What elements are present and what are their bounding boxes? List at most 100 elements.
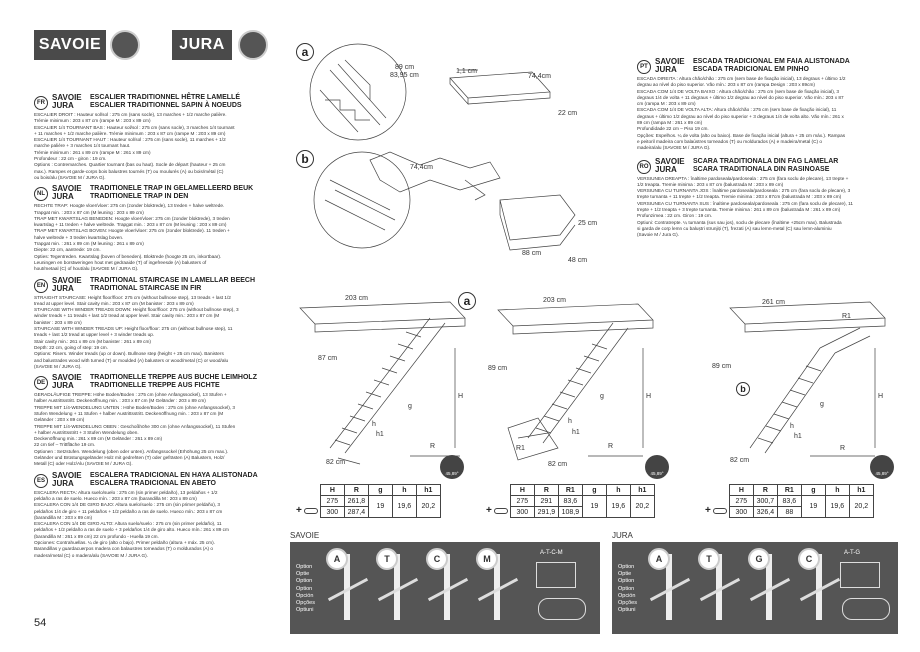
text-line: Trémie minimum : 203 x 87 cm (rampe M : … <box>34 118 151 124</box>
option-word: Option <box>618 585 635 592</box>
option-circle-t: T <box>376 548 398 570</box>
column-header: h1 <box>848 484 874 496</box>
title-savoie: TRADITIONELLE TREPPE AUS BUCHE LEIMHOLZ <box>90 374 257 382</box>
dim-74-4-b: 74,4cm <box>410 164 433 171</box>
column-header: R <box>752 484 778 496</box>
text-line: STAIRCASE WITH WINDER TREADS UP: Height … <box>34 326 233 332</box>
brand-savoie: SAVOIE <box>52 470 82 480</box>
text-line: banister : 203 x 89 cm) <box>34 319 82 325</box>
table-cell: 275 <box>509 495 535 507</box>
option-circle-c: C <box>798 548 820 570</box>
option-word: Option <box>296 585 313 592</box>
column-header: g <box>800 484 826 496</box>
table-cell: 261,8 <box>343 495 369 507</box>
column-header: R <box>343 484 369 496</box>
option-word: Opción <box>296 592 314 599</box>
text-line: ESCALERA CON 1/4 DE GIRO ALTO: Altura su… <box>34 521 222 527</box>
option-word: Option <box>296 578 313 585</box>
dim-89: 89 cm <box>395 64 414 71</box>
step-detail-drawings: 89 cm 83,95 cm 1,1 cm 74,4cm 22 cm 74,4c… <box>309 43 597 264</box>
winder-up-staircase-drawing: 261 cm 89 cm 82 cm H R R1 g h h1 <box>712 299 886 464</box>
text-line: STRAIGHT STAIRCASE: Height floor/floor: … <box>34 294 231 300</box>
text-line: STAIRCASE WITH WINDER TREADS DOWN: Heigh… <box>34 307 239 313</box>
jura-option-tag: A-T-G <box>844 550 860 556</box>
text-line: Profondeur : 22 cm - giron : 19 cm. <box>34 156 107 162</box>
option-word: Optie <box>296 571 310 578</box>
table-cell: 300 <box>728 506 754 518</box>
text-line: and balustrades wood with turned (T) or … <box>34 357 229 363</box>
title-savoie: TRADITIONAL STAIRCASE IN LAMELLAR BEECH <box>90 276 256 284</box>
text-line: ESCADA COM 1/4 DE VOLTA BAIXO : Altura c… <box>637 88 839 94</box>
brand-jura: JURA <box>655 65 677 74</box>
plus-step-3: + <box>705 505 711 516</box>
option-word: Opções <box>618 600 637 607</box>
table-cell: 326,4 <box>752 506 778 518</box>
text-line: Opciones: Contrahuellas. ¼ de giro (alto… <box>34 540 215 546</box>
language-badge: EN <box>34 278 48 293</box>
table-cell: 275 <box>319 495 345 507</box>
option-word: Option <box>618 578 635 585</box>
dim-83-95: 83,95 cm <box>390 72 419 79</box>
s2-g: g <box>600 393 604 400</box>
language-badge: RO <box>637 159 651 174</box>
text-line: TREPPE MIT 1/4-WENDELUNG UNTEN : Höhe Bo… <box>34 404 236 410</box>
text-line: Barandillas y guardacuerpos madera con b… <box>34 546 213 552</box>
table-cell: 19 <box>367 495 393 518</box>
column-header: H <box>319 484 345 496</box>
text-line: Opções: Espelhos. ¼ de volta (alto ou ba… <box>637 132 846 138</box>
table-cell: 275 <box>728 495 754 507</box>
label-a: a <box>296 43 314 61</box>
s2-dim-203: 203 cm <box>543 297 566 304</box>
winder-down-staircase-drawing: 203 cm 89 cm 82 cm H R R1 g h h1 <box>488 297 654 468</box>
title-jura: TRADITIONAL STAIRCASE IN FIR <box>90 284 202 292</box>
title-savoie: SCARA TRADITIONALA DIN FAG LAMELAR <box>693 157 839 165</box>
text-line: Trapgat min. : 203 x 87 cm (M leuning : … <box>34 209 144 215</box>
bullnose-step-icon <box>712 508 727 514</box>
option-word: Optie <box>618 571 632 578</box>
text-line: RECHTE TRAP: Hoogte vloer/vloer: 275 cm … <box>34 203 225 209</box>
option-word: Opción <box>618 592 636 599</box>
option-circle-t: T <box>698 548 720 570</box>
text-line: Geländer : 203 x 89 cm) <box>34 417 85 423</box>
text-line: Profundidade 22 cm – Piso 19 cm. <box>637 126 709 132</box>
text-line: TRAP MET KWARTSLAG BOVEN: Hoogte vloer/v… <box>34 228 230 234</box>
section-body: GERADLÄUFIGE TREPPE: Höhe Boden/Boden : … <box>34 392 282 468</box>
s2-H: H <box>646 393 651 400</box>
text-line: Stufen Wendelung + 11 Stufen + halber Au… <box>34 410 224 416</box>
text-line: + halber Austrittsstritt + 3 Stufen Wend… <box>34 429 139 435</box>
straight-staircase-drawing: 203 cm 87 cm 82 cm H R g h h1 <box>299 295 466 466</box>
text-line: Depth: 22 cm, going of step: 19 cm. <box>34 344 108 350</box>
leaf-seal-icon <box>110 30 140 60</box>
s1-h1: h1 <box>376 431 384 438</box>
brand-savoie: SAVOIE <box>52 184 82 194</box>
language-badge: FR <box>34 96 48 110</box>
text-line: peldaños 1/4 de giro + 11 peldaños + 1/2… <box>34 508 223 514</box>
text-line: Leuningen en borstweringen hout met gedr… <box>34 259 207 265</box>
s3-h1: h1 <box>794 433 802 440</box>
section-body: ESCALERA RECTA: Altura suelo/suelo : 275… <box>34 490 282 559</box>
text-line: Deckenöffnung min.: 261 x 89 cm (M Gelän… <box>34 436 163 442</box>
title-jura: ESCALERA TRADICIONAL EN ABETO <box>90 479 217 487</box>
brand-savoie: SAVOIE <box>52 93 82 102</box>
dim-22: 22 cm <box>558 110 577 117</box>
s3-dim-89: 89 cm <box>712 363 731 370</box>
s2-h: h <box>568 418 572 425</box>
s3-R: R <box>840 445 845 452</box>
jura-options-label: JURA <box>612 531 633 540</box>
brand-jura: JURA <box>52 192 74 202</box>
